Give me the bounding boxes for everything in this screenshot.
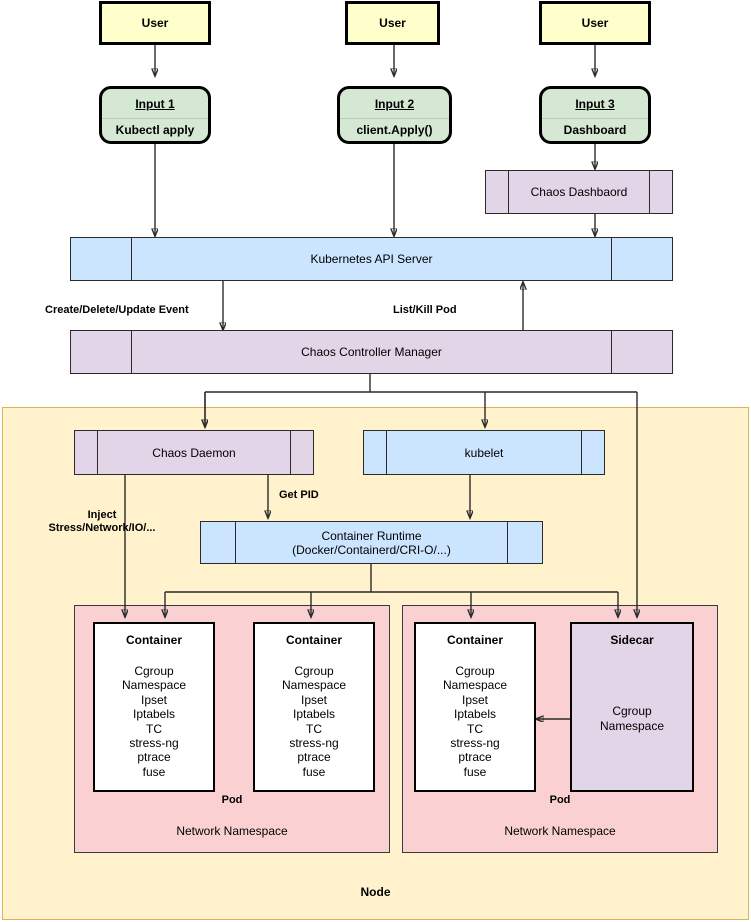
edge-label-list-kill-pod: List/Kill Pod: [393, 304, 457, 316]
sidecar-feature-list: Cgroup Namespace: [599, 704, 665, 733]
container-feature-list: Cgroup Namespace Ipset Iptabels TC stres…: [442, 664, 508, 779]
user-box-1: User: [99, 1, 211, 45]
kubernetes-api-server-component[interactable]: Kubernetes API Server: [70, 237, 673, 281]
network-namespace-label-right: Network Namespace: [504, 824, 616, 838]
kubelet-component[interactable]: kubelet: [363, 430, 605, 475]
api-server-label: Kubernetes API Server: [310, 252, 433, 266]
container-feature-list: Cgroup Namespace Ipset Iptabels TC stres…: [121, 664, 187, 779]
user-box-2: User: [345, 1, 440, 45]
user-label: User: [379, 16, 406, 30]
node-label: Node: [360, 885, 391, 899]
input-box-2[interactable]: Input 2 client.Apply(): [337, 86, 452, 144]
container-title: Container: [285, 633, 342, 647]
container-box-2[interactable]: Container Cgroup Namespace Ipset Iptabel…: [253, 622, 375, 792]
chaos-daemon-component[interactable]: Chaos Daemon: [74, 430, 314, 475]
pod-label-right: Pod: [549, 794, 571, 806]
container-runtime-line1: Container Runtime: [321, 528, 422, 543]
container-box-3[interactable]: Container Cgroup Namespace Ipset Iptabel…: [414, 622, 536, 792]
input-box-3[interactable]: Input 3 Dashboard: [539, 86, 651, 144]
user-label: User: [581, 16, 609, 30]
input-subtitle: client.Apply(): [356, 123, 433, 137]
controller-manager-label: Chaos Controller Manager: [301, 345, 442, 359]
chaos-controller-manager-component[interactable]: Chaos Controller Manager: [70, 330, 673, 374]
container-title: Container: [125, 633, 182, 647]
user-box-3: User: [539, 1, 651, 45]
chaos-dashboard-component[interactable]: Chaos Dashbaord: [485, 170, 673, 214]
pod-label-left: Pod: [221, 794, 243, 806]
container-title: Container: [446, 633, 503, 647]
edge-label-inject-line1: Inject: [87, 509, 117, 521]
input-subtitle: Kubectl apply: [115, 123, 195, 137]
container-box-1[interactable]: Container Cgroup Namespace Ipset Iptabel…: [93, 622, 215, 792]
user-label: User: [141, 16, 169, 30]
kubelet-label: kubelet: [464, 445, 504, 460]
input-box-1[interactable]: Input 1 Kubectl apply: [99, 86, 211, 144]
network-namespace-label-left: Network Namespace: [176, 824, 288, 838]
sidecar-box[interactable]: Sidecar Cgroup Namespace: [570, 622, 694, 792]
container-feature-list: Cgroup Namespace Ipset Iptabels TC stres…: [281, 664, 347, 779]
edge-label-create-delete-update: Create/Delete/Update Event: [45, 304, 189, 316]
input-title: Input 3: [542, 89, 648, 119]
container-runtime-component[interactable]: Container Runtime (Docker/Containerd/CRI…: [200, 521, 543, 564]
input-title: Input 1: [102, 89, 208, 119]
chaos-daemon-label: Chaos Daemon: [152, 445, 236, 460]
edge-label-get-pid: Get PID: [279, 489, 319, 501]
input-title: Input 2: [340, 89, 449, 119]
sidecar-title: Sidecar: [610, 633, 654, 647]
container-runtime-line2: (Docker/Containerd/CRI-O/...): [292, 542, 451, 557]
edge-label-inject: Inject Stress/Network/IO/...: [42, 509, 162, 535]
chaos-dashboard-label: Chaos Dashbaord: [530, 185, 628, 199]
edge-label-inject-line2: Stress/Network/IO/...: [48, 522, 156, 534]
input-subtitle: Dashboard: [563, 123, 627, 137]
container-runtime-label: Container Runtime (Docker/Containerd/CRI…: [292, 529, 451, 557]
